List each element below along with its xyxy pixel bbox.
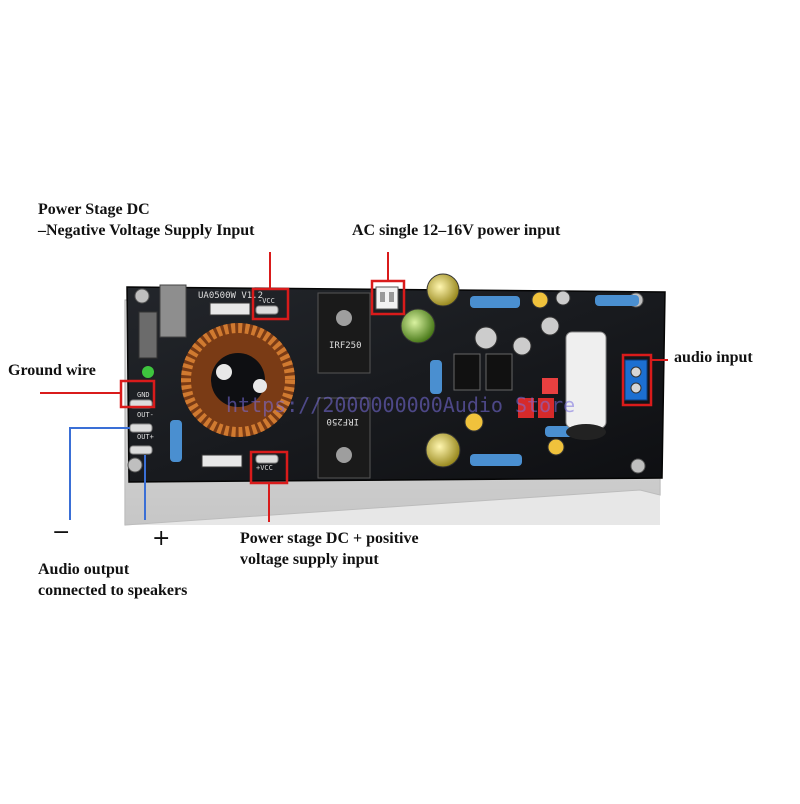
trim-pot-2	[538, 398, 554, 418]
speaker-lines	[69, 427, 146, 520]
led-indicator	[142, 366, 154, 378]
toroid-inductor	[181, 323, 295, 437]
capacitors	[400, 273, 571, 468]
speaker-minus-sign: −	[52, 520, 71, 545]
pad-out-minus-text: OUT-	[137, 411, 154, 419]
label-audio-input: audio input	[674, 349, 753, 366]
mosfet-top: IRF250	[317, 292, 371, 374]
label-audio-output: Audio output connected to speakers	[38, 559, 187, 601]
resistors	[170, 295, 639, 466]
pad-gnd-text: GND	[137, 391, 150, 399]
pads	[129, 305, 279, 464]
speaker-plus-sign: +	[152, 526, 171, 551]
label-dc-negative: Power Stage DC –Negative Voltage Supply …	[38, 199, 255, 241]
trim-pot-3	[542, 378, 558, 394]
op-amp-ic-2	[485, 353, 513, 391]
audio-input-terminal	[624, 359, 648, 401]
input-film-capacitor	[565, 331, 607, 440]
relay-block	[138, 311, 158, 359]
op-amp-ic-1	[453, 353, 481, 391]
label-dc-negative-line1: Power Stage DC	[38, 201, 150, 218]
label-dc-positive: Power stage DC + positive voltage supply…	[240, 528, 419, 570]
svg-text:IRF250: IRF250	[326, 416, 359, 426]
label-ac-input: AC single 12–16V power input	[352, 222, 561, 239]
label-dc-positive-line1: Power stage DC + positive	[240, 530, 419, 547]
mosfet-bottom: IRF250	[317, 397, 371, 479]
pad-pos-text: +VCC	[256, 464, 273, 472]
pad-out-plus-text: OUT+	[137, 433, 154, 441]
label-dc-positive-line2: voltage supply input	[240, 551, 379, 568]
pad-neg-text: -VCC	[258, 297, 275, 305]
label-ground: Ground wire	[8, 362, 96, 379]
label-dc-negative-line2: –Negative Voltage Supply Input	[38, 222, 255, 239]
ac-power-connector	[375, 286, 399, 310]
label-audio-output-line1: Audio output	[38, 561, 130, 578]
power-resistor	[159, 284, 187, 338]
board-model-text: UA0500W V1.2	[198, 291, 263, 301]
svg-text:IRF250: IRF250	[329, 341, 362, 351]
highlight-audio-input	[621, 353, 653, 407]
watermark-text: https://2000000000Audio Store	[226, 393, 575, 417]
trim-pot-1	[518, 398, 534, 418]
diode-bottom	[201, 454, 243, 468]
diode-top	[209, 302, 251, 316]
label-audio-output-line2: connected to speakers	[38, 582, 188, 599]
callout-lines	[40, 252, 668, 522]
